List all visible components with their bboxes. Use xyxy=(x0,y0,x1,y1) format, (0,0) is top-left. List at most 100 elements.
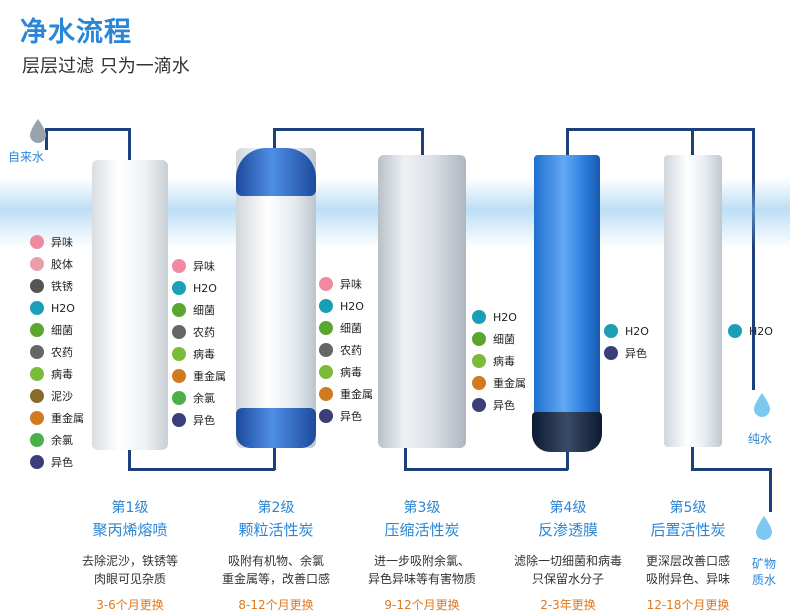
contaminant-label: 泥沙 xyxy=(51,390,73,403)
contaminant-item: 重金属 xyxy=(319,383,373,405)
contaminant-item: 余氯 xyxy=(172,387,226,409)
stage-level: 第3级 xyxy=(403,500,441,516)
contaminant-item: 细菌 xyxy=(472,328,526,350)
contaminant-item: 农药 xyxy=(319,339,373,361)
filter-cartridge-1 xyxy=(92,160,168,450)
virus-icon xyxy=(30,367,44,381)
contaminant-item: 异味 xyxy=(172,255,226,277)
contaminant-item: 病毒 xyxy=(172,343,226,365)
pipe-segment xyxy=(128,468,275,471)
metal-icon xyxy=(172,369,186,383)
contaminant-label: 余氯 xyxy=(193,392,215,405)
contaminant-item: 病毒 xyxy=(30,363,84,385)
water-drop-icon xyxy=(172,281,186,295)
dots-icon xyxy=(30,279,44,293)
contaminant-item: 泥沙 xyxy=(30,385,84,407)
mineral-water-label: 矿物 质水 xyxy=(751,557,776,587)
stage-name: 反渗透膜 xyxy=(537,521,598,539)
stage-name: 聚丙烯熔喷 xyxy=(92,521,168,539)
contaminant-item: 病毒 xyxy=(472,350,526,372)
filter-cartridge-2-top-cap xyxy=(236,148,316,196)
filter-cartridge-2 xyxy=(236,148,316,448)
contaminant-item: 病毒 xyxy=(319,361,373,383)
pipe-segment xyxy=(566,452,569,470)
stage-4-card: 第4级 反渗透膜 滤除一切细菌和病毒 只保留水分子 2-3年更换 xyxy=(488,497,648,613)
contaminant-label: 重金属 xyxy=(493,377,526,390)
stage-replacement-period: 3-6个月更换 xyxy=(96,598,164,612)
contaminant-item: 农药 xyxy=(172,321,226,343)
contaminant-label: 异色 xyxy=(193,414,215,427)
page-subtitle: 层层过滤 只为一滴水 xyxy=(22,56,190,77)
contaminant-label: 异色 xyxy=(493,399,515,412)
contaminant-item: H2O xyxy=(604,320,649,342)
color-dots-icon xyxy=(472,398,486,412)
germ-icon xyxy=(319,321,333,335)
contaminant-item: 细菌 xyxy=(30,319,84,341)
virus-icon xyxy=(172,347,186,361)
contaminant-item: 异色 xyxy=(472,394,526,416)
color-dots-icon xyxy=(319,409,333,423)
pipe-segment xyxy=(566,128,569,156)
contaminant-item: 重金属 xyxy=(172,365,226,387)
metal-icon xyxy=(30,411,44,425)
page-title: 净水流程 xyxy=(20,17,132,48)
stage-name: 颗粒活性炭 xyxy=(238,521,314,539)
chlorine-icon xyxy=(30,433,44,447)
contaminant-item: H2O xyxy=(472,306,526,328)
contaminant-list-after-stage-4: H2O 异色 xyxy=(604,320,649,364)
stage-description: 吸附有机物、余氯 重金属等，改善口感 xyxy=(221,554,330,586)
water-drop-icon xyxy=(472,310,486,324)
color-dots-icon xyxy=(172,413,186,427)
contaminant-label: 异色 xyxy=(625,347,647,360)
tap-water-label: 自来水 xyxy=(8,150,45,164)
contaminant-label: 细菌 xyxy=(51,324,73,337)
pipe-segment xyxy=(404,468,568,471)
germ-icon xyxy=(172,303,186,317)
contaminant-item: 异味 xyxy=(319,273,373,295)
water-drop-icon xyxy=(754,393,770,417)
contaminant-label: 重金属 xyxy=(193,370,226,383)
contaminant-label: 余氯 xyxy=(51,434,73,447)
water-drop-icon xyxy=(756,516,772,540)
water-drop-icon xyxy=(319,299,333,313)
contaminant-label: 重金属 xyxy=(340,388,373,401)
contaminant-label: 铁锈 xyxy=(51,280,73,293)
pipe-segment xyxy=(273,128,423,131)
pink-blob-icon xyxy=(172,259,186,273)
contaminant-label: H2O xyxy=(493,310,517,324)
contaminant-label: 病毒 xyxy=(193,348,215,361)
pure-water-label: 纯水 xyxy=(748,432,773,446)
color-dots-icon xyxy=(30,455,44,469)
germ-icon xyxy=(472,332,486,346)
contaminant-item: 铁锈 xyxy=(30,275,84,297)
germ-icon xyxy=(30,323,44,337)
contaminant-item: 余氯 xyxy=(30,429,84,451)
filter-cartridge-4-bottom-cap xyxy=(532,412,602,452)
stage-3-card: 第3级 压缩活性炭 进一步吸附余氯、 异色异味等有害物质 9-12个月更换 xyxy=(342,497,502,613)
stage-name: 压缩活性炭 xyxy=(384,521,460,539)
pipe-segment xyxy=(45,128,48,150)
contaminant-item: 细菌 xyxy=(319,317,373,339)
stage-level: 第5级 xyxy=(669,500,707,516)
contaminant-label: H2O xyxy=(625,324,649,338)
pipe-segment xyxy=(691,468,771,471)
virus-icon xyxy=(319,365,333,379)
contaminant-label: 异味 xyxy=(340,278,362,291)
contaminant-label: 病毒 xyxy=(493,355,515,368)
contaminant-label: H2O xyxy=(193,281,217,295)
pipe-segment xyxy=(404,448,407,470)
contaminant-label: 异味 xyxy=(51,236,73,249)
contaminant-item: 异色 xyxy=(30,451,84,473)
contaminant-item: 农药 xyxy=(30,341,84,363)
contaminant-label: H2O xyxy=(51,301,75,315)
contaminant-label: H2O xyxy=(340,299,364,313)
filter-cartridge-5 xyxy=(664,155,722,447)
pipe-segment xyxy=(694,128,754,131)
contaminant-item: 胶体 xyxy=(30,253,84,275)
filter-cartridge-2-bottom-cap xyxy=(236,408,316,448)
pipe-segment xyxy=(421,128,424,156)
contaminant-label: 病毒 xyxy=(340,366,362,379)
pink-blob-icon xyxy=(319,277,333,291)
